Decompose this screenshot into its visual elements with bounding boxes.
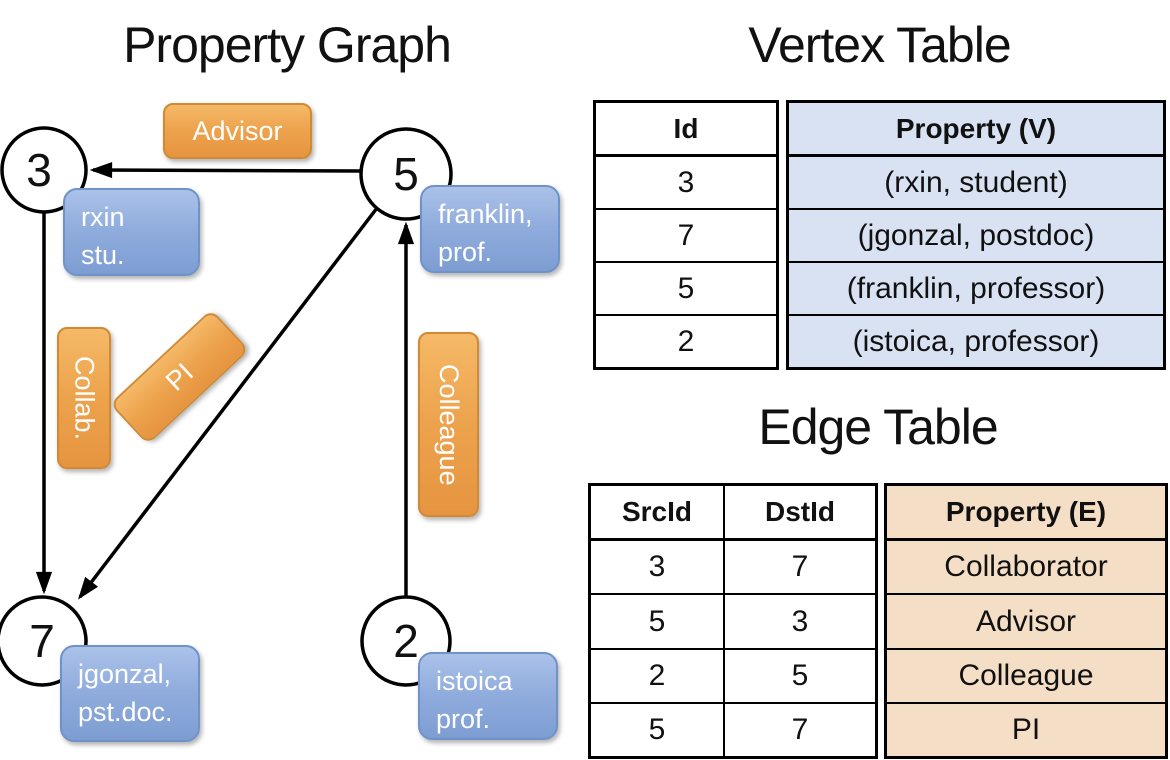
property-box-line: prof. (436, 704, 491, 735)
property-box-line: prof. (438, 237, 493, 268)
edge-dstid-cell: 7 (723, 703, 875, 757)
property-box-line: franklin, (438, 199, 533, 229)
vertex-table-title: Vertex Table (748, 17, 1011, 73)
vertex-table-id-column: Id 3 7 5 2 (593, 100, 779, 370)
vertex-id-cell: 2 (677, 324, 695, 358)
edge-table: SrcId DstId 3 7 5 3 2 5 5 7 Property (E) (588, 483, 1168, 759)
edge-label-advisor: Advisor (163, 103, 312, 159)
edge-pi-5-to-7 (77, 206, 379, 600)
property-box-franklin: franklin, prof. (420, 185, 560, 273)
vertex-id-7: 7 (29, 615, 55, 667)
vertex-id-cell: 5 (677, 271, 695, 305)
edge-property-cell: Colleague (887, 649, 1165, 702)
edge-srcid-cell: 5 (648, 712, 666, 746)
property-box-line: pst.doc. (78, 697, 173, 728)
vertex-property-cell: (jgonzal, postdoc) (789, 210, 1163, 261)
vertex-property-cell: (franklin, professor) (789, 263, 1163, 314)
vertex-table-header-property: Property (V) (789, 103, 1163, 154)
vertex-id-2: 2 (393, 615, 419, 667)
vertex-property-cell: (istoica, professor) (789, 316, 1163, 367)
property-box-line: stu. (81, 240, 125, 271)
edge-dstid-cell: 5 (723, 649, 875, 702)
edge-table-header-srcid: SrcId (621, 496, 693, 528)
property-box-line: istoica (436, 666, 513, 696)
edge-label-colleague: Colleague (418, 332, 479, 517)
property-graph-canvas (0, 126, 453, 687)
edge-property-cell: Advisor (887, 595, 1165, 648)
vertex-id-cell: 7 (677, 218, 695, 252)
edge-table-property-column: Property (E) Collaborator Advisor Collea… (884, 483, 1168, 759)
vertex-id-5: 5 (393, 148, 419, 200)
edge-table-title: Edge Table (758, 399, 998, 455)
property-box-istoica: istoica prof. (418, 652, 558, 740)
property-graph-title: Property Graph (123, 17, 452, 73)
edge-property-cell: Collaborator (887, 541, 1165, 594)
vertex-property-cell: (rxin, student) (789, 157, 1163, 208)
edge-dstid-cell: 7 (723, 541, 875, 594)
edge-table-column-gap (878, 483, 884, 759)
property-box-line: jgonzal, (78, 659, 172, 689)
vertex-id-cell: 3 (677, 165, 695, 199)
edge-table-header-property: Property (E) (887, 486, 1165, 539)
vertex-table-header-id: Id (673, 112, 699, 144)
property-box-jgonzal: jgonzal, pst.doc. (60, 645, 200, 742)
edge-property-cell: PI (887, 703, 1165, 757)
edge-dstid-cell: 3 (723, 595, 875, 648)
vertex-id-3: 3 (26, 144, 52, 196)
vertex-table: Id 3 7 5 2 Property (V) (rxin, student) … (593, 100, 1166, 370)
property-box-rxin: rxin stu. (63, 188, 200, 276)
edge-table-header-dstid: DstId (723, 486, 875, 539)
property-box-line: rxin (81, 202, 125, 232)
edge-srcid-cell: 5 (648, 604, 666, 638)
edge-srcid-cell: 3 (648, 550, 666, 584)
edge-table-ids-columns: SrcId DstId 3 7 5 3 2 5 5 7 (588, 483, 878, 759)
vertex-circle-3 (0, 126, 88, 214)
edge-srcid-cell: 2 (648, 658, 666, 692)
vertex-table-property-column: Property (V) (rxin, student) (jgonzal, p… (786, 100, 1166, 370)
edge-label-collab: Collab. (57, 327, 111, 469)
vertex-table-column-gap (779, 100, 786, 370)
edge-advisor-5-to-3 (89, 161, 362, 179)
